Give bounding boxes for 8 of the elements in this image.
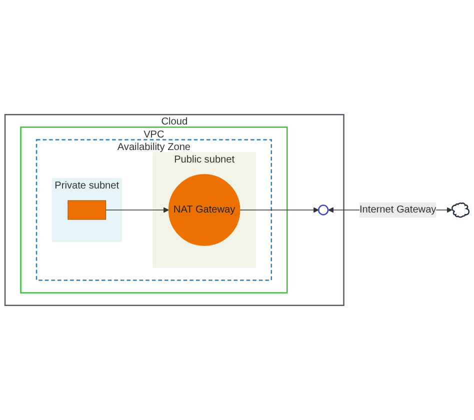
- arrow: [240, 207, 319, 213]
- cluster: Private subnet: [52, 178, 122, 242]
- edge-label: Internet Gateway: [360, 204, 436, 216]
- node-circle: NAT Gateway: [168, 174, 240, 246]
- node-cloud: [451, 202, 470, 218]
- node-box: [68, 200, 106, 220]
- node-circle: [318, 204, 329, 216]
- arrow: [105, 207, 169, 213]
